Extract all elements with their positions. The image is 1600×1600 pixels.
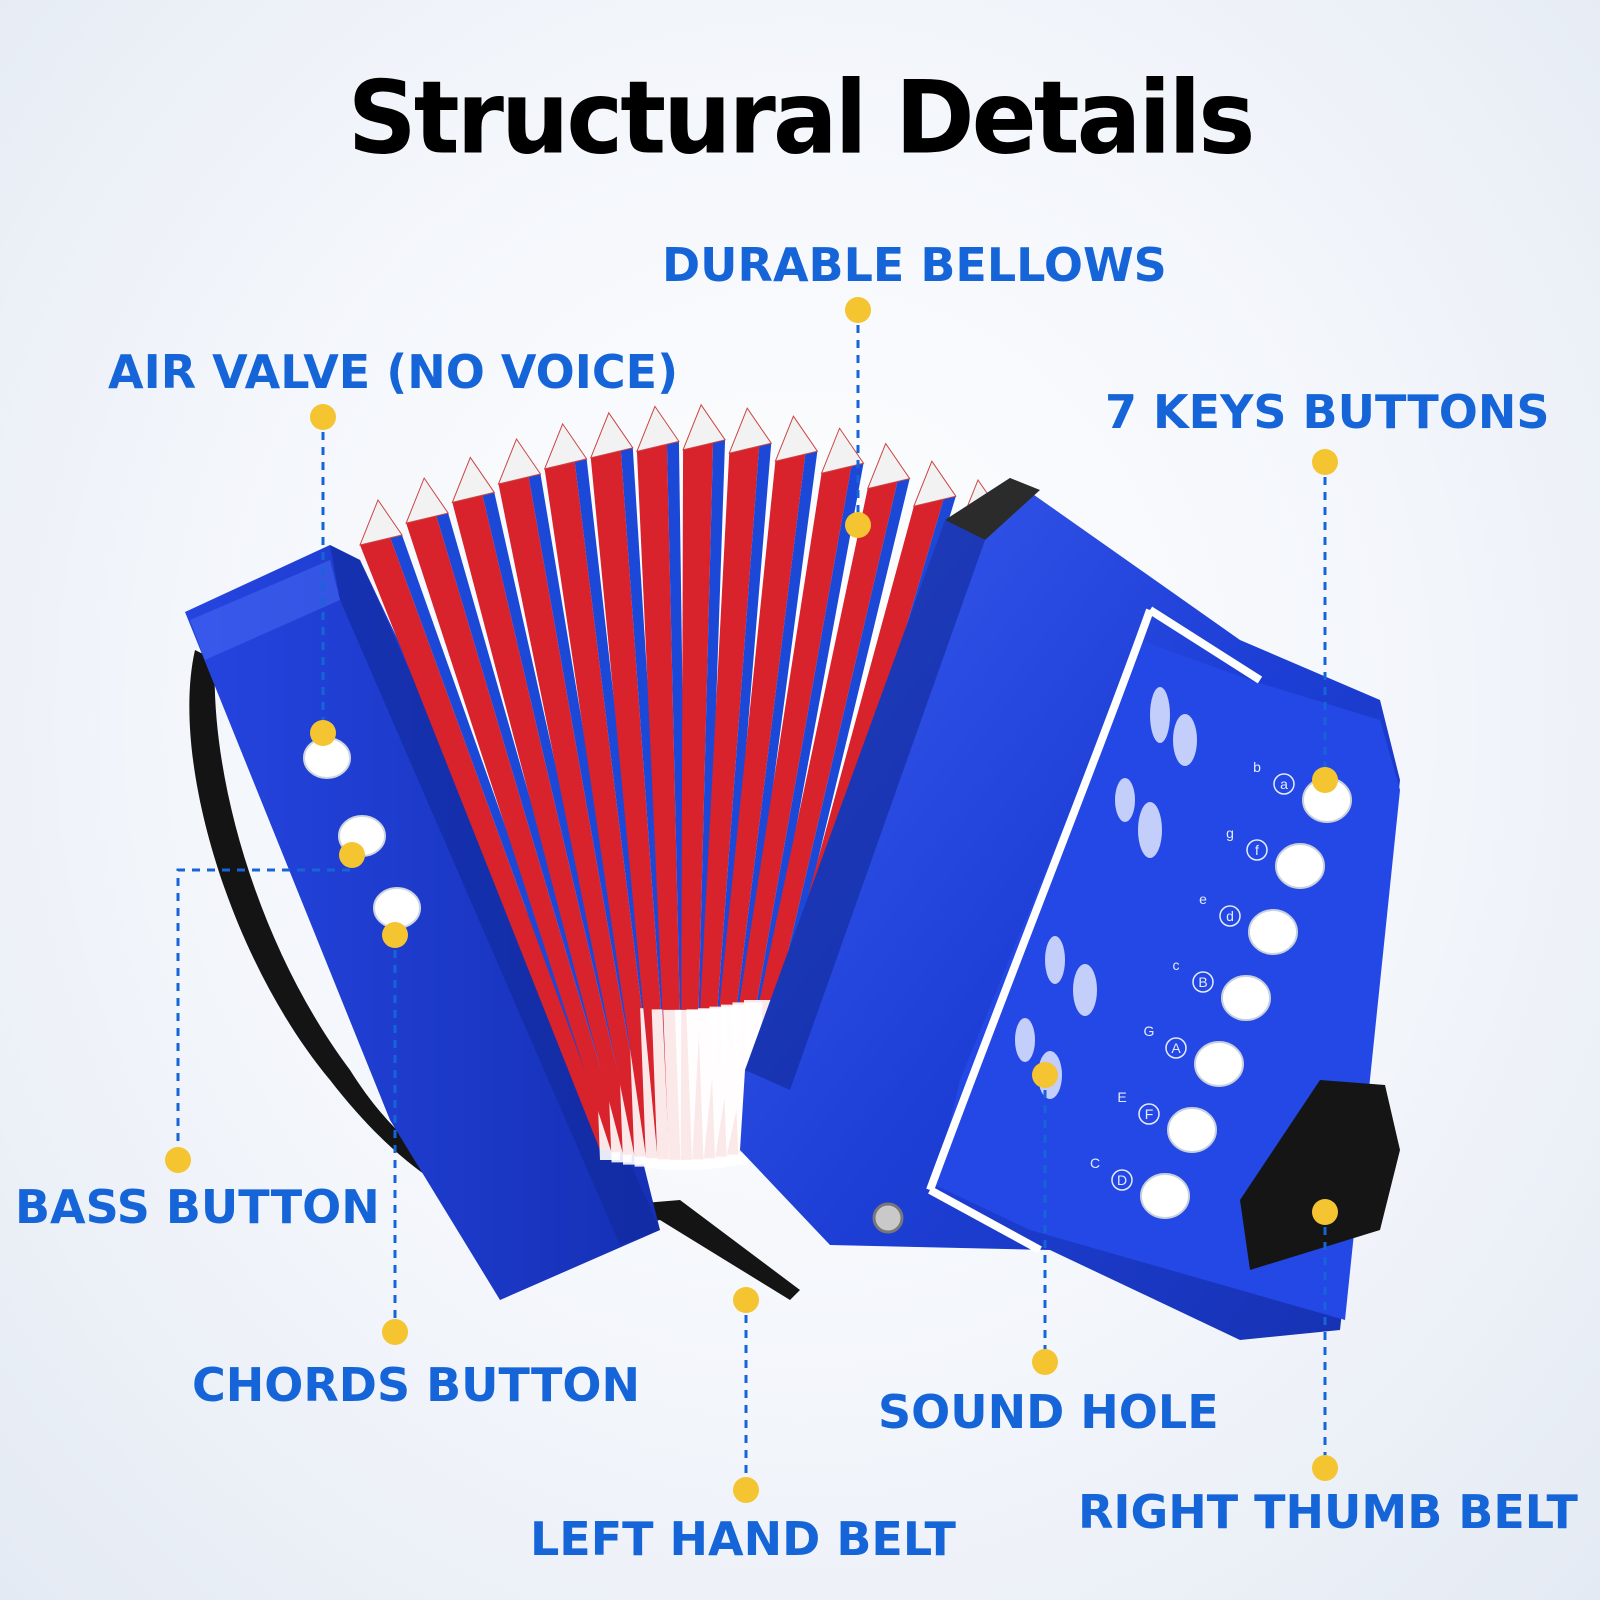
bellows-fold-tip xyxy=(774,415,819,462)
key-button xyxy=(1167,1107,1217,1153)
key-note-circled-letter: F xyxy=(1145,1106,1154,1122)
key-note-circled-letter: A xyxy=(1171,1040,1181,1056)
key-note-circle xyxy=(1219,905,1241,927)
bellows-fold-tip xyxy=(820,427,865,474)
bellows-fold-red xyxy=(715,465,852,1157)
label-durable-bellows: DURABLE BELLOWS xyxy=(662,238,1167,292)
bellows-fold-red xyxy=(360,537,614,1150)
bellows-fold-tip xyxy=(497,437,542,485)
label-chords-button: CHORDS BUTTON xyxy=(192,1358,640,1412)
key-button xyxy=(1248,909,1298,955)
label-7-keys-buttons: 7 KEYS BUTTONS xyxy=(1105,385,1550,439)
label-air-valve: AIR VALVE (NO VOICE) xyxy=(108,345,679,399)
key-note-circled-letter: f xyxy=(1255,842,1259,858)
key-button xyxy=(1275,843,1325,889)
key-note-circled-letter: B xyxy=(1198,974,1207,990)
right-thumb-belt xyxy=(1240,1080,1400,1270)
markers xyxy=(165,297,1338,1503)
key-note-letter: E xyxy=(1117,1089,1126,1105)
bellows-fold-tip xyxy=(543,422,588,470)
bellows-fold-red xyxy=(406,515,626,1153)
key-note-circle xyxy=(1165,1037,1187,1059)
bellows-fold-tip xyxy=(636,405,680,453)
key-note-circled-letter: d xyxy=(1226,908,1234,924)
bellows-fold-red xyxy=(636,443,684,1160)
bellows-fold-tip xyxy=(913,460,957,507)
bellows-fold-red xyxy=(590,449,672,1160)
key-note-letter: c xyxy=(1173,957,1180,973)
bellows-fold-red xyxy=(703,453,806,1159)
bellows-fold-red xyxy=(726,480,898,1155)
key-button xyxy=(1140,1173,1190,1219)
bellows-fold-tip xyxy=(359,498,403,546)
bellows-fold-red xyxy=(680,441,714,1160)
key-note-letter: C xyxy=(1090,1155,1100,1171)
bellows-fold-red xyxy=(498,476,649,1157)
key-note-letter: e xyxy=(1199,891,1207,907)
label-bass-button: BASS BUTTON xyxy=(15,1180,380,1234)
key-note-letter: G xyxy=(1144,1023,1155,1039)
key-note-letter: g xyxy=(1226,825,1234,841)
bellows-fold-tip xyxy=(866,442,911,490)
leader-lines xyxy=(176,310,1327,1490)
key-note-circled-letter: D xyxy=(1117,1172,1127,1188)
bellows-fold-tip xyxy=(451,456,496,504)
bellows-fold-red xyxy=(544,460,661,1159)
key-button xyxy=(1221,975,1271,1021)
key-note-circled-letter: a xyxy=(1280,776,1288,792)
key-note-circle xyxy=(1192,971,1214,993)
label-sound-hole: SOUND HOLE xyxy=(878,1385,1219,1439)
key-note-circle xyxy=(1138,1103,1160,1125)
key-note-circle xyxy=(1111,1169,1133,1191)
label-left-hand-belt: LEFT HAND BELT xyxy=(530,1512,956,1566)
label-right-thumb-belt: RIGHT THUMB BELT xyxy=(1078,1485,1578,1539)
bellows-fold-blue xyxy=(729,463,864,1157)
bellows-fold-red xyxy=(692,445,760,1160)
key-note-circle xyxy=(1273,773,1295,795)
bellows-fold-tip xyxy=(589,411,634,459)
bellows-fold-red xyxy=(452,494,638,1155)
bellows-fold-tip xyxy=(682,403,726,451)
bellows-fold-tip xyxy=(728,407,773,454)
key-note-letter: b xyxy=(1253,759,1261,775)
page-title: Structural Details xyxy=(347,59,1256,177)
key-note-circle xyxy=(1246,839,1268,861)
key-button xyxy=(1194,1041,1244,1087)
bellows-fold-tip xyxy=(405,477,449,524)
